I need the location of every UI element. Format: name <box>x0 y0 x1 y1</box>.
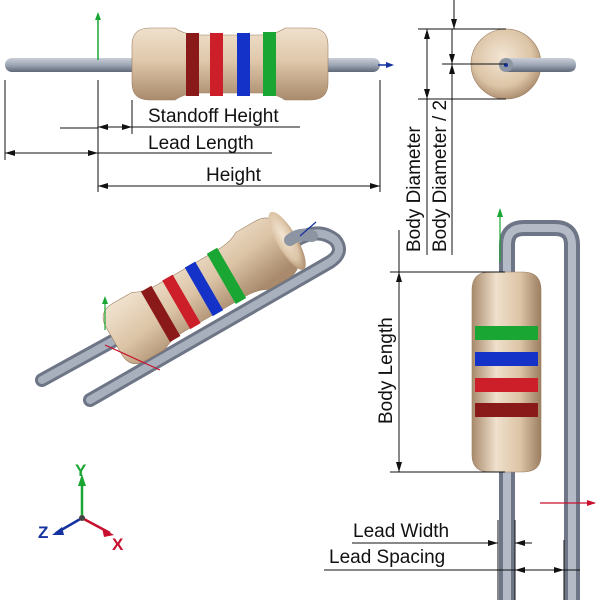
front-band-2 <box>475 352 538 366</box>
triad-y-label: Y <box>75 461 87 480</box>
side-band-2 <box>210 33 223 96</box>
label-standoff-height: Standoff Height <box>148 106 279 127</box>
end-view: Body Diameter Body Diameter / 2 <box>404 0 576 255</box>
label-height: Height <box>206 165 262 186</box>
front-body <box>471 271 542 473</box>
side-band-3 <box>237 33 250 96</box>
label-lead-length: Lead Length <box>148 133 254 154</box>
side-view: Standoff Height Lead Length Height <box>4 12 394 192</box>
label-body-length: Body Length <box>376 317 397 424</box>
front-band-1 <box>475 326 538 340</box>
front-band-4 <box>475 403 538 417</box>
label-lead-spacing: Lead Spacing <box>329 547 445 568</box>
axis-triad: Y Z X <box>38 461 124 554</box>
label-body-diameter-half: Body Diameter / 2 <box>430 100 451 252</box>
front-view: Body Length Lead Width Lead Spacing <box>324 208 596 600</box>
isometric-view <box>35 211 346 407</box>
end-lead <box>506 58 576 72</box>
front-band-3 <box>475 378 538 392</box>
label-body-diameter: Body Diameter <box>404 126 425 252</box>
side-band-1 <box>186 33 199 96</box>
triad-x-label: X <box>112 535 124 554</box>
side-band-4 <box>263 32 276 96</box>
side-body <box>131 27 329 101</box>
triad-z-label: Z <box>38 523 48 542</box>
label-lead-width: Lead Width <box>353 521 449 542</box>
